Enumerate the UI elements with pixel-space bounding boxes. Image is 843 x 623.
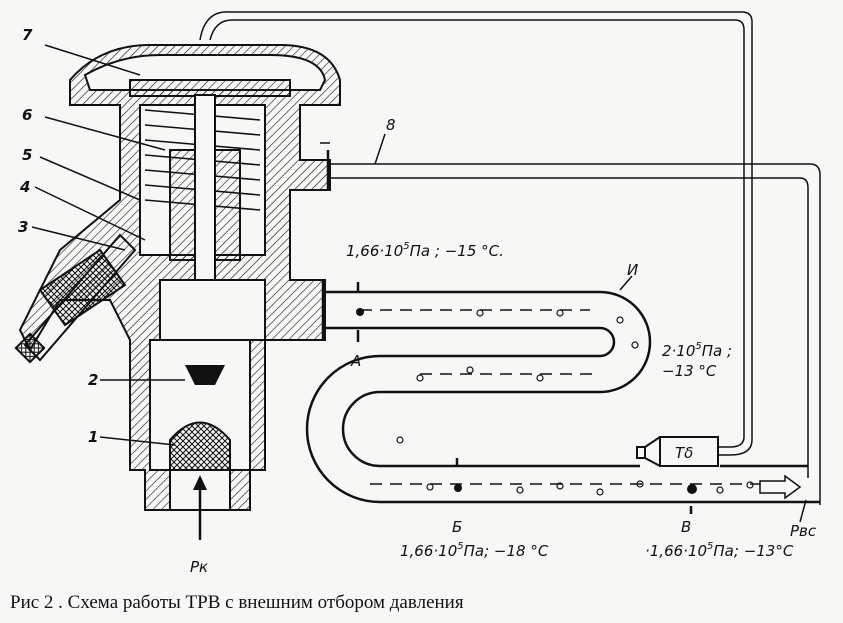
point-a-dot [356,308,364,316]
condenser-pressure-label: Рк [190,558,208,576]
reading-turn-temp: −13 °С [662,362,717,380]
point-b-dot [454,484,462,492]
leader-lines [31,44,807,523]
bulb-label: Тδ [675,444,693,462]
thermal-bulb: Тδ [636,436,719,467]
reading-point-v: ·1,66·105Па; −13°С [645,541,794,560]
evaporator-coil [305,282,820,514]
valve-needle [185,365,225,385]
part-number-4: 4 [19,178,30,196]
flow-arrow-icon [759,474,802,500]
part-number-2: 2 [88,371,98,389]
point-a-label: А [350,352,361,370]
filter-mesh [169,421,231,471]
part-number-8: 8 [386,116,396,134]
capillary-tube [199,11,753,456]
reading-point-a: 1,66·105Па ; −15 °С. [346,241,504,260]
part-number-7: 7 [22,26,33,44]
part-number-1: 1 [88,428,98,446]
adjusting-screw [14,233,137,364]
point-b-label: Б [452,518,462,536]
point-v-label: В [681,518,691,536]
valve-body [14,44,341,540]
figure-caption: Рис 2 . Схема работы ТРВ с внешним отбор… [10,592,464,613]
coil-label: И [627,261,638,279]
suction-pressure-label: Рвс [790,522,817,540]
reading-turn: 2·105Па ; [662,341,732,360]
part-number-5: 5 [22,146,32,164]
point-v-dot [687,484,697,494]
trv-diagram: Тδ 7 6 5 4 3 2 1 8 И А Б В Рк Рвс 1,66·1… [14,11,821,576]
reading-point-b: 1,66·105Па; −18 °С [400,541,549,560]
part-number-6: 6 [22,106,32,124]
part-number-3: 3 [18,218,28,236]
